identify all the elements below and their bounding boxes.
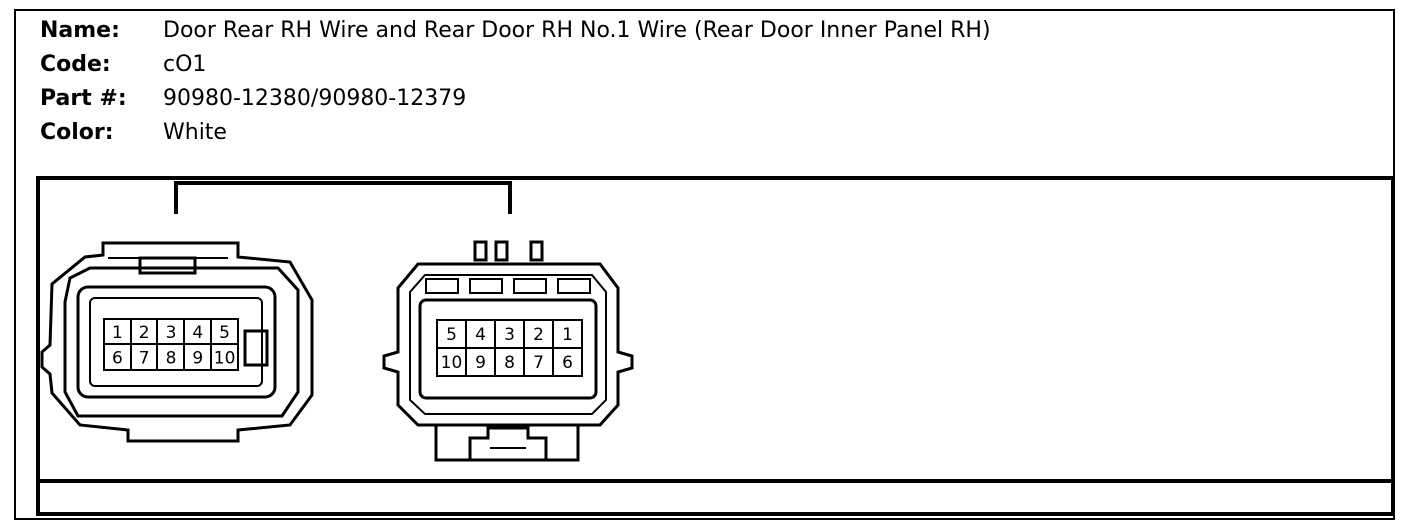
pin-label: 6 [562, 353, 573, 373]
name-label: Name: [40, 18, 120, 43]
left-lock-tab [138, 256, 197, 275]
code-label: Code: [40, 52, 111, 77]
color-value: White [163, 120, 227, 145]
right-housing-outer [382, 262, 634, 427]
pin-label: 9 [192, 348, 203, 368]
left-housing-inner [63, 266, 300, 418]
right-latch [468, 426, 548, 460]
right-top-tab [473, 240, 488, 262]
right-face-outline [418, 298, 598, 400]
part-number-value: 90980-12380/90980-12379 [163, 86, 467, 111]
pin-label: 9 [475, 353, 486, 373]
right-terminal-slot [513, 278, 547, 294]
pin-label: 2 [139, 323, 150, 343]
pin-label: 4 [475, 325, 486, 345]
name-value: Door Rear RH Wire and Rear Door RH No.1 … [163, 18, 991, 43]
pin-label: 10 [441, 353, 463, 373]
pin-label: 3 [504, 325, 515, 345]
mating-bracket [174, 181, 512, 214]
code-value: cO1 [163, 52, 207, 77]
pin-label: 6 [112, 348, 123, 368]
pin-label: 8 [504, 353, 515, 373]
part-number-label: Part #: [40, 86, 127, 111]
right-housing-inner [409, 274, 607, 415]
right-terminal-slot [557, 278, 591, 294]
pin-label: 5 [446, 325, 457, 345]
right-terminal-slot [425, 278, 459, 294]
pin-label: 5 [219, 323, 230, 343]
pin-label: 7 [139, 348, 150, 368]
diagram-frame [36, 176, 1395, 516]
pin-label: 8 [166, 348, 177, 368]
color-label: Color: [40, 120, 114, 145]
right-top-tab [494, 240, 509, 262]
right-top-tab [529, 240, 544, 262]
left-face-inner [89, 297, 263, 387]
left-face-outline [76, 285, 277, 399]
pin-label: 1 [112, 323, 123, 343]
right-terminal-slot [469, 278, 503, 294]
pin-label: 3 [166, 323, 177, 343]
pin-label: 7 [533, 353, 544, 373]
left-key [243, 329, 269, 367]
pin-label: 10 [214, 348, 236, 368]
left-housing-outer [40, 241, 314, 443]
pin-label: 4 [192, 323, 203, 343]
pin-label: 1 [562, 325, 573, 345]
right-latch-base [434, 425, 580, 462]
pin-label: 2 [533, 325, 544, 345]
